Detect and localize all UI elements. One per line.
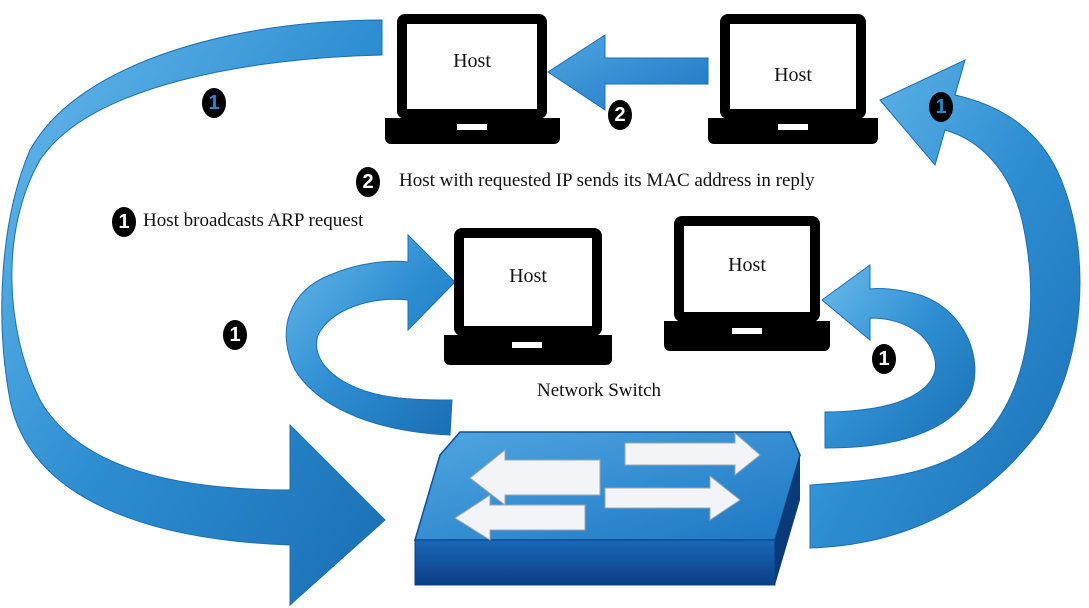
switch-arrow-right-bottom: [604, 474, 741, 521]
switch-label: Network Switch: [537, 380, 662, 401]
laptop-screen: Host: [674, 216, 820, 322]
step-badge-top-middle: 2: [608, 100, 632, 130]
inner-right-arrow: [821, 264, 976, 449]
host-label: Host: [728, 254, 766, 276]
step-badge-caption-1: 1: [112, 207, 136, 237]
switch-arrow-left-bottom: [454, 494, 586, 541]
caption-step-2: Host with requested IP sends its MAC add…: [399, 170, 815, 191]
host-label: Host: [509, 265, 547, 287]
host-top-right: Host: [708, 14, 878, 144]
caption-step-1: Host broadcasts ARP request: [143, 210, 364, 231]
laptop-base: [664, 321, 830, 351]
laptop-screen: Host: [397, 14, 547, 119]
step-badge-right-inner: 1: [872, 344, 896, 374]
laptop-screen: Host: [720, 14, 866, 119]
step-badge-left-inner: 1: [223, 320, 247, 350]
host-middle-right: Host: [664, 216, 830, 351]
host-top-left: Host: [385, 14, 560, 144]
reply-arrow: [547, 34, 709, 111]
step-badge-caption-2: 2: [356, 167, 380, 197]
network-switch: [413, 431, 801, 586]
inner-left-arrow: [285, 233, 456, 436]
host-label: Host: [774, 64, 812, 86]
step-badge-left-outer: 1: [202, 88, 226, 118]
switch-arrow-right-top: [624, 431, 761, 477]
outer-left-arrow: [1, 19, 386, 607]
switch-arrow-left-top: [469, 448, 601, 507]
laptop-base: [385, 118, 560, 144]
host-label: Host: [453, 50, 491, 72]
host-middle-left: Host: [444, 228, 612, 365]
laptop-base: [708, 118, 878, 144]
laptop-base: [444, 335, 612, 365]
outer-right-arrow: [809, 59, 1081, 549]
step-badge-right-outer: 1: [929, 92, 953, 122]
laptop-screen: Host: [454, 228, 602, 336]
